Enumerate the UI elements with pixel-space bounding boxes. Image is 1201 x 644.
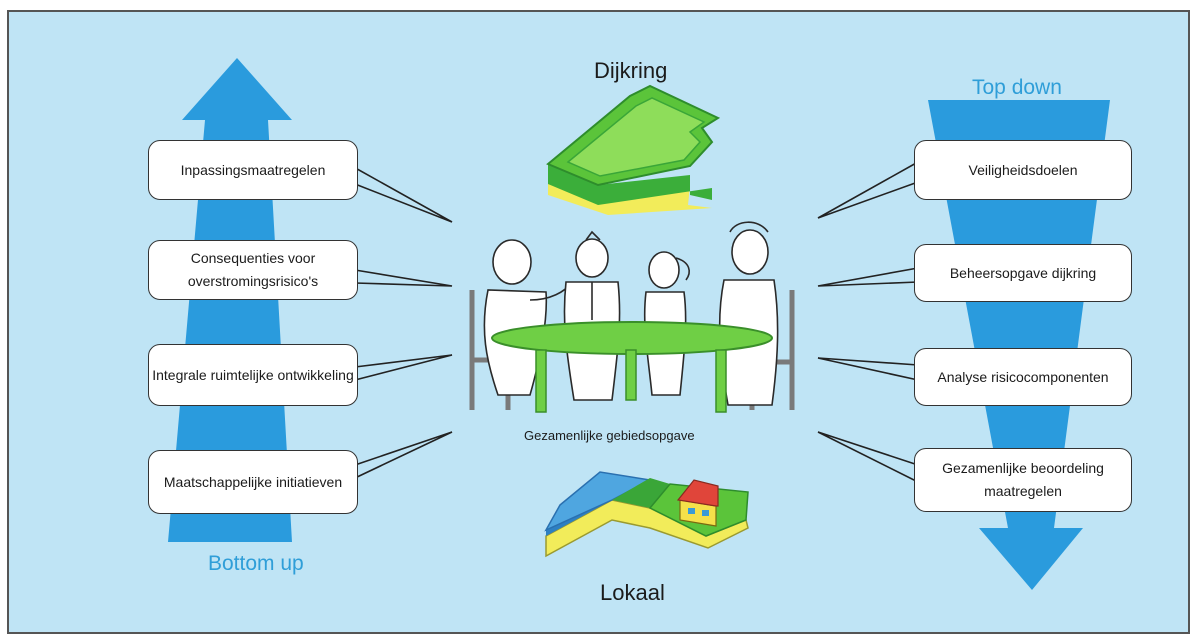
local-landscape-icon — [544, 471, 749, 558]
bottom-up-label: Bottom up — [208, 552, 304, 575]
left-callout-pointers — [349, 164, 453, 479]
right-box-beheersopgave: Beheersopgave dijkring — [914, 244, 1132, 302]
dike-ring-icon — [546, 84, 721, 215]
meeting-table-icon — [469, 221, 795, 413]
left-box-maatschappelijke-initiatieven: Maatschappelijke initiatieven — [148, 450, 358, 514]
table-caption: Gezamenlijke gebiedsopgave — [524, 428, 695, 443]
left-box-consequenties: Consequenties voor overstromingsrisico's — [148, 240, 358, 300]
top-down-label: Top down — [972, 76, 1062, 99]
lokaal-label: Lokaal — [600, 580, 665, 605]
right-box-gezamenlijke-beoordeling: Gezamenlijke beoordeling maatregelen — [914, 448, 1132, 512]
right-box-analyse: Analyse risicocomponenten — [914, 348, 1132, 406]
left-box-integrale-ontwikkeling: Integrale ruimtelijke ontwikkeling — [148, 344, 358, 406]
dijkring-label: Dijkring — [594, 58, 668, 83]
right-callout-pointers — [817, 161, 919, 483]
down-arrow-icon — [928, 100, 1110, 590]
right-box-veiligheidsdoelen: Veiligheidsdoelen — [914, 140, 1132, 200]
left-box-inpassingsmaatregelen: Inpassingsmaatregelen — [148, 140, 358, 200]
